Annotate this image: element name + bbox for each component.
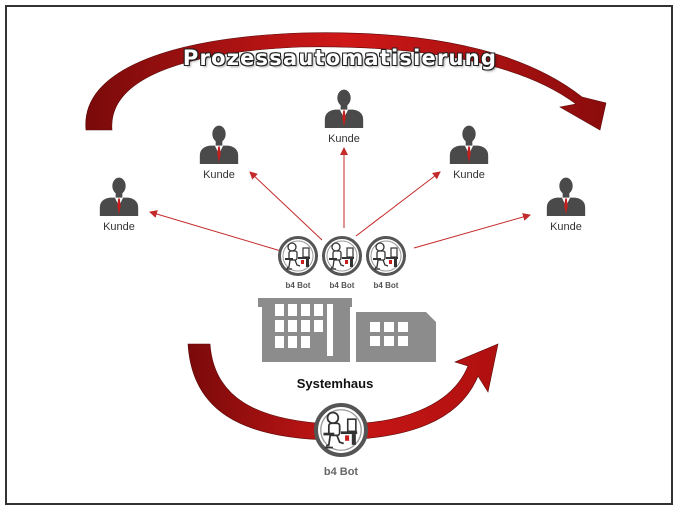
robot-icon: [366, 236, 406, 276]
connector-line: [249, 171, 323, 241]
connector-line: [149, 210, 282, 252]
customer-node: Kunde: [194, 124, 244, 181]
building-icon: [258, 298, 436, 362]
robot-icon: [278, 236, 318, 276]
customer-label: Kunde: [550, 221, 582, 233]
bot-label: b4 Bot: [373, 281, 399, 290]
bot-node: b4 Bot: [320, 236, 364, 290]
customer-label: Kunde: [328, 133, 360, 145]
customer-node: Kunde: [94, 176, 144, 233]
person-icon: [324, 89, 364, 128]
robot-icon: [314, 403, 368, 457]
top-cycle-arrow: [85, 32, 607, 131]
connector-line: [355, 171, 441, 237]
diagram-title: Prozessautomatisierung: [182, 46, 498, 70]
connector-line: [413, 213, 531, 249]
bot-label: b4 Bot: [285, 281, 311, 290]
customer-label: Kunde: [203, 169, 235, 181]
main-bot-label: b4 Bot: [323, 466, 359, 478]
robot-icon: [322, 236, 362, 276]
person-icon: [199, 125, 239, 164]
person-icon: [99, 177, 139, 216]
bottom-cycle-arrow: [187, 343, 499, 441]
bot-node: b4 Bot: [276, 236, 320, 290]
person-icon: [546, 177, 586, 216]
bot-label: b4 Bot: [329, 281, 355, 290]
systemhaus-label: Systemhaus: [296, 376, 374, 391]
person-icon: [449, 125, 489, 164]
customer-label: Kunde: [103, 221, 135, 233]
customer-node: Kunde: [444, 124, 494, 181]
customer-node: Kunde: [541, 176, 591, 233]
customer-label: Kunde: [453, 169, 485, 181]
bot-node: b4 Bot: [364, 236, 408, 290]
customer-node: Kunde: [319, 88, 369, 145]
connector-lines: [149, 147, 531, 252]
main-bot-node: b4 Bot: [310, 403, 372, 478]
